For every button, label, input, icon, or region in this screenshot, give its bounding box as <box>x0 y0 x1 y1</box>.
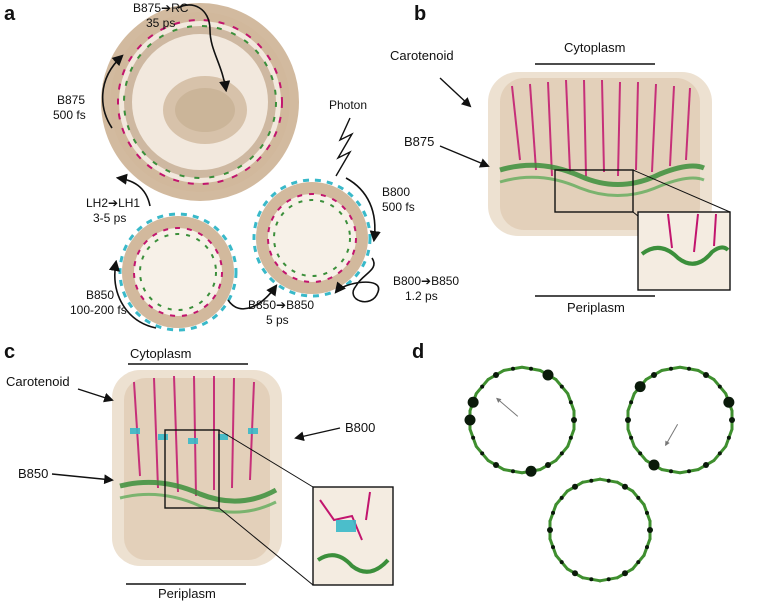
b850-band <box>119 479 278 504</box>
label-b875: B875 <box>57 93 85 107</box>
lh2-ring-right-top-view <box>252 178 372 298</box>
lh2-ring-left-top-view <box>118 212 238 332</box>
panel-d-letter: d <box>412 341 424 363</box>
label-b800: B800 <box>382 185 410 199</box>
label-b800-b850: B800➔B850 <box>393 274 459 288</box>
panel-c-letter: c <box>4 341 15 363</box>
arrow-b875-to-rc <box>177 4 231 93</box>
label-cytoplasm-b: Cytoplasm <box>564 40 625 55</box>
panel-b-letter: b <box>414 3 426 25</box>
arrow-b850 <box>108 259 157 329</box>
arrow-b875-b <box>439 145 490 168</box>
label-periplasm-b: Periplasm <box>567 300 625 315</box>
label-b875-time: 500 fs <box>53 108 86 122</box>
total-dipole-arrow <box>665 423 679 447</box>
lh2-zoom-inset <box>312 486 394 586</box>
arrow-carotenoid-b <box>439 77 472 108</box>
b875-zoom-box <box>554 169 634 213</box>
panel-a: a <box>4 1 459 332</box>
panel-c: c <box>4 341 394 601</box>
lh1-ring-top-view <box>101 3 299 201</box>
label-b875-b: B875 <box>404 134 434 149</box>
panel-a-letter: a <box>4 3 16 25</box>
label-cytoplasm-c: Cytoplasm <box>130 346 191 361</box>
photon-zigzag <box>335 117 354 177</box>
label-b800-b850-time: 1.2 ps <box>405 289 438 303</box>
label-b850-time: 100-200 fs <box>70 303 127 317</box>
arrow-lh2-to-lh1 <box>115 173 151 207</box>
label-b875-rc: B875➔RC <box>133 1 189 15</box>
label-photon: Photon <box>329 98 367 112</box>
arrow-b800-to-b850-loop <box>334 281 380 303</box>
arrow-b800 <box>345 177 381 243</box>
dipole-rings <box>464 365 735 583</box>
total-dipole-arrow <box>496 397 519 417</box>
panel-d: d <box>412 341 735 583</box>
arrow-b850-c <box>51 473 114 485</box>
dipole-ring <box>464 365 577 477</box>
label-b875-rc-time: 35 ps <box>146 16 175 30</box>
dipole-ring <box>625 365 735 475</box>
label-lh2-lh1: LH2➔LH1 <box>86 196 140 210</box>
label-b850: B850 <box>86 288 114 302</box>
label-carotenoid-b: Carotenoid <box>390 48 454 63</box>
label-b850-c: B850 <box>18 466 48 481</box>
label-lh2-lh1-time: 3-5 ps <box>93 211 126 225</box>
label-periplasm-c: Periplasm <box>158 586 216 601</box>
arrow-b875 <box>101 54 124 129</box>
dipole-ring <box>547 477 653 583</box>
arrow-b800-c <box>294 427 341 442</box>
lh1-side-view <box>488 72 731 291</box>
panel-b: b Carotenoid Cytoplasm B875 Pe <box>390 3 731 315</box>
b875-ring-band <box>499 162 705 187</box>
label-carotenoid-c: Carotenoid <box>6 374 70 389</box>
label-b800-time: 500 fs <box>382 200 415 214</box>
arrow-carotenoid-c <box>77 388 114 403</box>
arrow-b850-to-b850 <box>227 284 278 310</box>
lh2-zoom-box <box>164 429 220 509</box>
b800-band <box>130 428 258 444</box>
label-b800-c: B800 <box>345 420 375 435</box>
label-b850-b850-time: 5 ps <box>266 313 289 327</box>
label-b850-b850: B850➔B850 <box>248 298 314 312</box>
lh2-side-view <box>112 370 394 586</box>
